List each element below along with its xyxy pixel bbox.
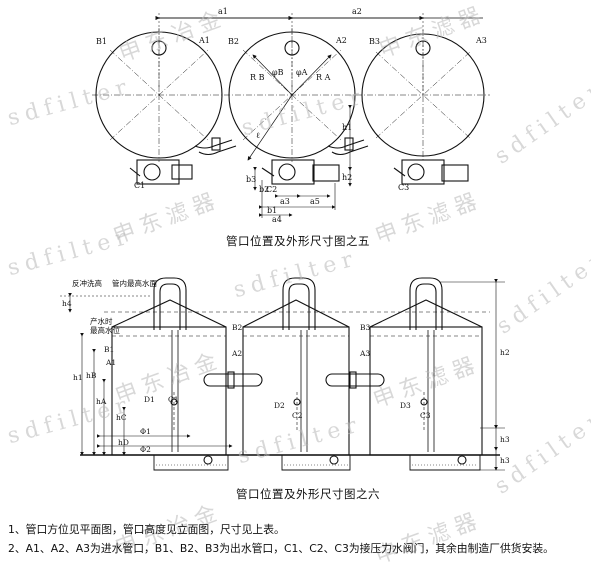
label-h4: h4: [62, 299, 72, 308]
label-a2: a2: [352, 7, 362, 16]
tank-elev-2: [242, 326, 350, 456]
label-hB: hB: [86, 371, 97, 380]
label-C2: C2: [266, 185, 277, 194]
label-h2: h2: [342, 173, 352, 182]
note-2: 2、A1、A2、A3为进水管口，B1、B2、B3为出水管口，C1、C2、C3为接…: [8, 542, 554, 555]
label-C1-elev: C1: [168, 395, 179, 404]
label-phi1: Φ1: [140, 427, 151, 436]
label-b1: b1: [267, 206, 277, 215]
label-ell: ℓ: [256, 131, 260, 140]
label-B3: B3: [369, 37, 380, 46]
label-note-left1: 产水时: [90, 316, 113, 326]
label-h3-upper: h3: [500, 435, 510, 444]
label-B1: B1: [96, 37, 107, 46]
label-A2-elev: A2: [231, 349, 242, 358]
label-C3-elev: C3: [420, 411, 431, 420]
elevation-view: [60, 277, 505, 471]
label-RB: R B: [250, 73, 265, 82]
label-h1: h1: [342, 123, 352, 132]
label-phiB: φB: [272, 68, 284, 77]
label-note-top2: 管内最高水面: [112, 278, 157, 288]
label-b2: b2: [259, 185, 269, 194]
label-D2: D2: [274, 401, 285, 410]
label-note-top1: 反冲洗高: [72, 278, 102, 288]
caption-plan-view: 管口位置及外形尺寸图之五: [226, 234, 370, 248]
caption-elevation-view: 管口位置及外形尺寸图之六: [236, 487, 380, 501]
label-B1-elev: B1: [104, 345, 114, 354]
label-h3: h3: [500, 456, 510, 465]
label-D1: D1: [144, 395, 155, 404]
plan-view: [92, 13, 490, 218]
label-a3: a3: [280, 197, 290, 206]
label-hA: hA: [96, 397, 107, 406]
label-A3-elev: A3: [359, 349, 370, 358]
label-a4: a4: [272, 215, 282, 224]
label-hC: hC: [116, 413, 127, 422]
label-A1-elev: A1: [105, 358, 116, 367]
label-phi2: Φ2: [140, 445, 151, 454]
label-A2: A2: [335, 36, 347, 45]
label-D3: D3: [400, 401, 411, 410]
pump-assembly-2: [261, 159, 340, 185]
label-phiA: φA: [296, 68, 308, 77]
label-A1: A1: [198, 36, 210, 45]
label-h2: h2: [500, 348, 510, 357]
label-note-left2: 最高水位: [90, 325, 120, 335]
label-C2-elev: C2: [292, 411, 303, 420]
label-A3: A3: [475, 36, 487, 45]
label-a1: a1: [218, 7, 228, 16]
tank-elev-3: [369, 326, 483, 456]
label-hD: hD: [118, 438, 129, 447]
label-a5: a5: [310, 197, 320, 206]
label-C3: C3: [398, 183, 409, 192]
label-b3: b3: [246, 175, 256, 184]
label-B2-elev: B2: [232, 323, 243, 332]
label-C1: C1: [134, 181, 145, 190]
label-h1: h1: [73, 373, 83, 382]
pump-assembly-1: [129, 159, 193, 185]
label-RA: R A: [316, 73, 331, 82]
note-1: 1、管口方位见平面图，管口高度见立面图，尺寸见上表。: [8, 523, 285, 536]
label-B2: B2: [228, 37, 239, 46]
label-B3-elev: B3: [360, 323, 371, 332]
pump-assembly-3: [393, 159, 469, 185]
